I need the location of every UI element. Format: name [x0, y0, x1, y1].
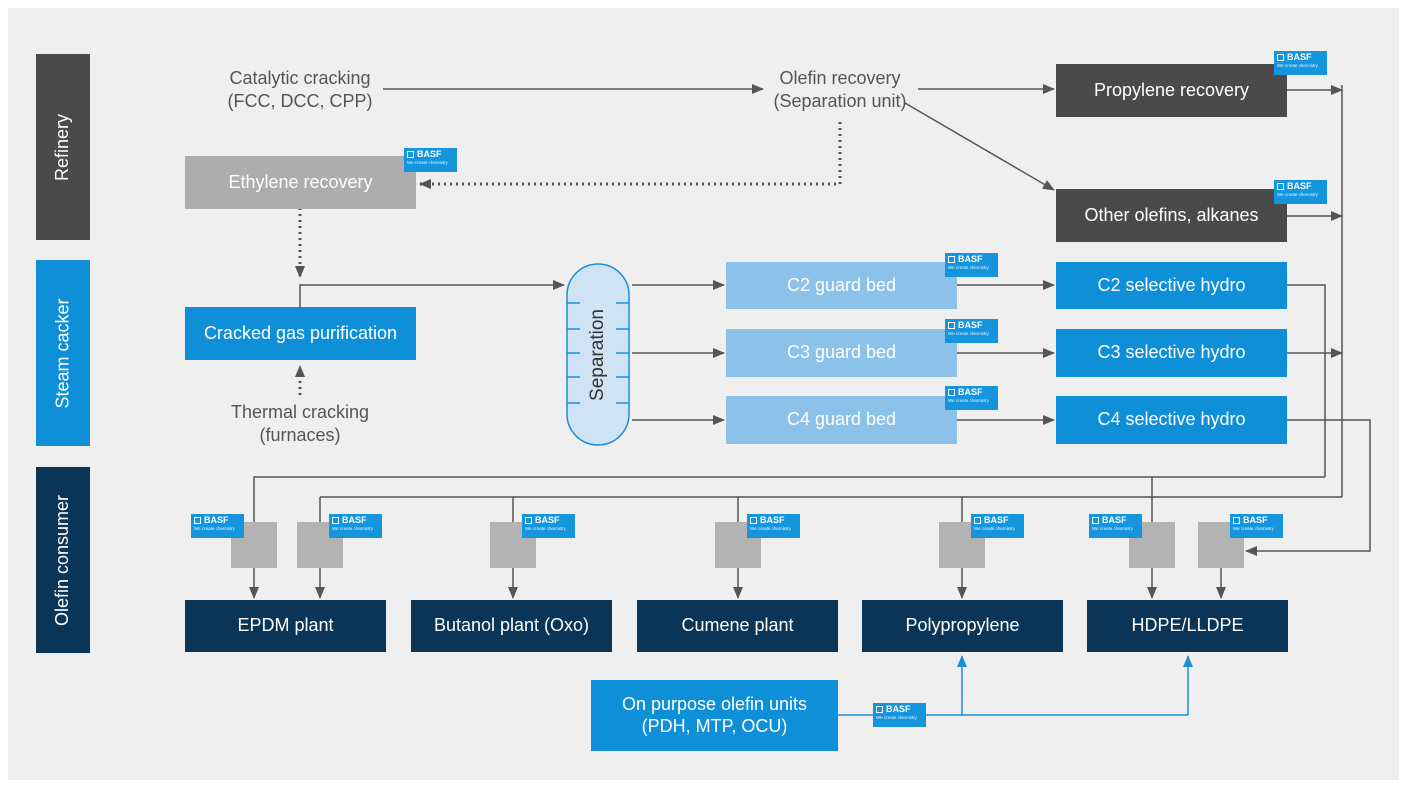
c4-guard-bed-box: C4 guard bed	[726, 396, 957, 444]
row-label-steam-cracker: Steam cacker	[36, 260, 90, 446]
polypropylene-box: Polypropylene	[862, 600, 1063, 652]
c2-guard-bed-box: C2 guard bed	[726, 262, 957, 309]
source-thermal-cracking: Thermal cracking(furnaces)	[230, 402, 370, 445]
source-catalytic-cracking: Catalytic cracking(FCC, DCC, CPP)	[227, 68, 373, 111]
hdpe-lldpe-box: HDPE/LLDPE	[1087, 600, 1288, 652]
c4-selective-hydro-box: C4 selective hydro	[1056, 396, 1287, 444]
c2-selective-hydro-box: C2 selective hydro	[1056, 262, 1287, 309]
ethylene-recovery-box: Ethylene recovery	[185, 156, 416, 209]
butanol-plant-box: Butanol plant (Oxo)	[411, 600, 612, 652]
epdm-plant-box: EPDM plant	[185, 600, 386, 652]
propylene-recovery-box: Propylene recovery	[1056, 64, 1287, 117]
on-purpose-olefin-units-box: On purpose olefin units(PDH, MTP, OCU)	[591, 680, 838, 751]
separation-label: Separation	[587, 308, 608, 401]
c3-selective-hydro-box: C3 selective hydro	[1056, 329, 1287, 377]
cumene-plant-box: Cumene plant	[637, 600, 838, 652]
source-olefin-recovery: Olefin recovery(Separation unit)	[773, 68, 907, 111]
row-label-refinery: Refinery	[36, 54, 90, 240]
other-olefins-box: Other olefins, alkanes	[1056, 189, 1287, 242]
cracked-gas-purification-box: Cracked gas purification	[185, 307, 416, 360]
separation-column: Separation	[566, 263, 630, 446]
row-label-olefin-consumer: Olefin consumer	[36, 467, 90, 653]
c3-guard-bed-box: C3 guard bed	[726, 329, 957, 377]
